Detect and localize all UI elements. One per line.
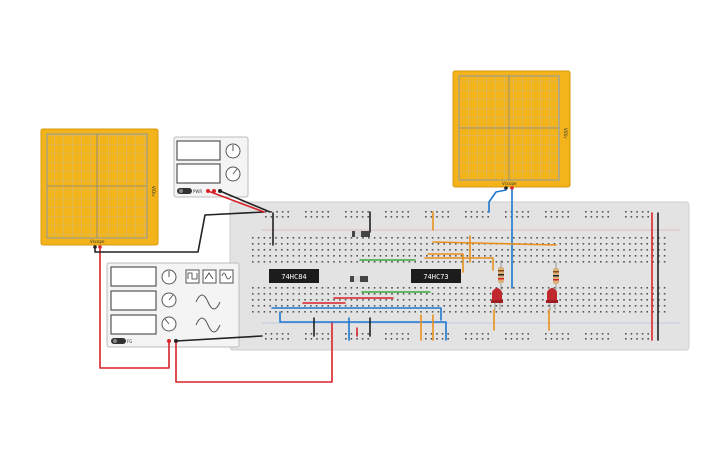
scope-right-terminal-pos[interactable] — [510, 186, 514, 190]
fg-display-amp — [110, 290, 157, 311]
scope-left-unit: V/Div — [151, 186, 156, 197]
resistor-1[interactable] — [498, 260, 504, 290]
fg-triangle-wave-button[interactable] — [202, 269, 217, 284]
scope-right-brand: Vscope — [502, 181, 517, 186]
ic-74hc84[interactable]: 74HC84 — [269, 269, 319, 283]
function-generator[interactable]: FG — [106, 262, 240, 348]
fg-sine-glyph-icon-2 — [195, 317, 221, 333]
psu-display-voltage — [176, 140, 221, 161]
ic1-label: 74HC84 — [281, 273, 306, 281]
scope-right-unit: V/Div — [563, 128, 568, 139]
oscilloscope-left[interactable]: V/Div Vscope — [40, 128, 159, 249]
scope-left-terminal-neg[interactable] — [93, 245, 97, 249]
scope-left-brand: Vscope — [90, 239, 105, 244]
fg-badge: FG — [127, 339, 132, 344]
resistor-2[interactable] — [553, 262, 559, 292]
psu-display-current — [176, 163, 221, 184]
led-2[interactable] — [546, 288, 558, 310]
ic-74hc73[interactable]: 74HC73 — [411, 269, 461, 283]
slide-switch-2[interactable] — [350, 276, 368, 282]
fg-display-freq — [110, 266, 157, 287]
breadboard-holes — [252, 211, 666, 340]
ic2-label: 74HC73 — [423, 273, 448, 281]
fg-display-offset — [110, 314, 157, 335]
oscilloscope-right[interactable]: V/Div Vscope — [452, 70, 571, 190]
slide-switch-1[interactable] — [352, 231, 370, 237]
led-1[interactable] — [491, 288, 503, 310]
fg-terminal-pos[interactable] — [167, 339, 171, 343]
wires — [94, 189, 659, 383]
psu-terminal-pos2[interactable] — [212, 189, 216, 193]
fg-sine-glyph-icon — [195, 294, 221, 310]
psu-badge: PWR — [193, 189, 202, 194]
power-supply[interactable]: PWR — [173, 136, 249, 198]
scope-right-terminal-neg[interactable] — [504, 186, 508, 190]
scope-left-terminal-pos[interactable] — [98, 245, 102, 249]
